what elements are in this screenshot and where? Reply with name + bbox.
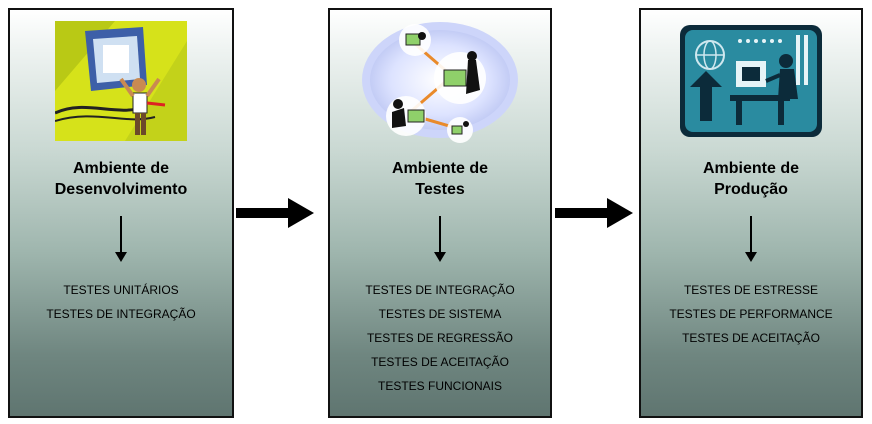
test-item: TESTES DE ACEITAÇÃO	[682, 331, 820, 345]
stage-title-line1: Ambiente de	[702, 160, 799, 177]
developer-icon	[10, 16, 232, 146]
network-users-icon	[330, 16, 550, 146]
down-arrow-shaft	[750, 216, 752, 258]
right-arrow-icon	[236, 198, 314, 228]
test-item: TESTES FUNCIONAIS	[377, 379, 502, 393]
test-list: TESTES DE ESTRESSE TESTES DE PERFORMANCE…	[641, 278, 861, 350]
right-arrow-icon	[555, 198, 633, 228]
down-arrow-icon	[745, 252, 757, 262]
down-arrow-shaft	[120, 216, 122, 258]
test-item: TESTES DE PERFORMANCE	[669, 307, 833, 321]
down-arrow-shaft	[439, 216, 441, 258]
stage-title-line2: Desenvolvimento	[54, 181, 188, 198]
down-arrow-icon	[434, 252, 446, 262]
stage-title-line1: Ambiente de	[391, 160, 488, 177]
stage-title: Ambiente de Desenvolvimento	[10, 158, 232, 200]
test-item: TESTES DE ACEITAÇÃO	[371, 355, 509, 369]
stage-panel-development: Ambiente de Desenvolvimento TESTES UNITÁ…	[8, 8, 234, 418]
production-workstation-icon	[641, 16, 861, 146]
stage-panel-testing: Ambiente de Testes TESTES DE INTEGRAÇÃO …	[328, 8, 552, 418]
test-item: TESTES DE INTEGRAÇÃO	[365, 283, 515, 297]
stage-panel-production: Ambiente de Produção TESTES DE ESTRESSE …	[639, 8, 863, 418]
test-list: TESTES DE INTEGRAÇÃO TESTES DE SISTEMA T…	[330, 278, 550, 398]
test-item: TESTES DE SISTEMA	[378, 307, 502, 321]
test-item: TESTES DE INTEGRAÇÃO	[46, 307, 196, 321]
test-item: TESTES UNITÁRIOS	[63, 283, 179, 297]
stage-title-line2: Produção	[714, 181, 788, 198]
stage-title-line2: Testes	[415, 181, 465, 198]
down-arrow-icon	[115, 252, 127, 262]
test-item: TESTES DE ESTRESSE	[683, 283, 819, 297]
stage-title-line1: Ambiente de	[72, 160, 169, 177]
test-item: TESTES DE REGRESSÃO	[366, 331, 514, 345]
test-list: TESTES UNITÁRIOS TESTES DE INTEGRAÇÃO	[10, 278, 232, 326]
stage-title: Ambiente de Produção	[641, 158, 861, 200]
stage-title: Ambiente de Testes	[330, 158, 550, 200]
